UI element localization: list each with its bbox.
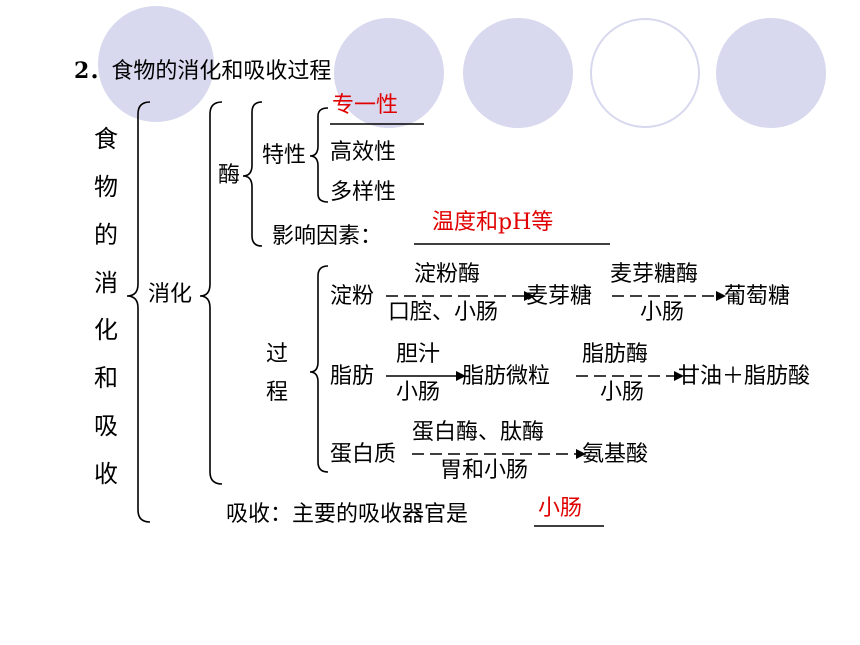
decor-circle-2 [334, 18, 444, 128]
traits-label: 特性 [262, 143, 307, 168]
digestion-label: 消化 [148, 282, 193, 307]
starch-step1-enzyme: 淀粉酶 [414, 262, 481, 287]
protein-substrate: 蛋白质 [330, 442, 397, 467]
starch-intermediate: 麦芽糖 [526, 284, 593, 309]
starch-step2-site: 小肠 [640, 300, 685, 325]
process-label-char: 过 [266, 342, 289, 367]
decor-circle-3 [463, 18, 573, 128]
left-label-char: 的 [94, 221, 118, 249]
decor-circle-5 [716, 18, 826, 128]
fat-step1-site: 小肠 [396, 380, 441, 405]
arrowhead-fat-1 [456, 371, 466, 381]
section-title: 2．食物的消化和吸收过程 [74, 58, 331, 85]
brace-process [309, 265, 329, 473]
starch-product: 葡萄糖 [724, 284, 791, 309]
absorption-text: 吸收：主要的吸收器官是 [226, 502, 469, 527]
fat-step1-agent: 胆汁 [396, 342, 441, 367]
protein-step1-site: 胃和小肠 [440, 458, 529, 483]
left-label-char: 消 [94, 269, 118, 297]
fat-step2-site: 小肠 [600, 380, 645, 405]
absorption-answer: 小肠 [538, 496, 583, 521]
fat-product: 甘油＋脂肪酸 [678, 364, 811, 389]
starch-substrate: 淀粉 [330, 284, 375, 309]
brace-outer [126, 101, 151, 523]
starch-step1-site: 口腔、小肠 [388, 300, 499, 325]
left-label-char: 和 [94, 364, 118, 392]
trait-specificity: 专一性 [332, 93, 399, 118]
arrowhead-fat-2 [674, 371, 684, 381]
brace-enzyme [242, 101, 263, 247]
process-label-char: 程 [266, 380, 289, 405]
arrowhead-starch-2 [716, 291, 726, 301]
section-title-text: 食物的消化和吸收过程 [111, 59, 332, 84]
factors-answer: 温度和pH等 [432, 210, 554, 235]
decor-circle-1 [98, 6, 214, 122]
left-label-char: 收 [94, 460, 118, 488]
protein-product: 氨基酸 [582, 442, 649, 467]
left-label-char: 食 [94, 125, 118, 153]
left-label-char: 吸 [94, 412, 118, 440]
fat-step2-enzyme: 脂肪酶 [582, 342, 649, 367]
left-label-char: 化 [94, 316, 118, 344]
brace-digestion [199, 101, 223, 485]
brace-traits [309, 107, 329, 203]
arrowhead-protein-1 [576, 449, 586, 459]
starch-step2-enzyme: 麦芽糖酶 [610, 262, 699, 287]
trait-efficiency: 高效性 [330, 140, 397, 165]
enzyme-label: 酶 [218, 163, 241, 188]
decor-circle-4 [590, 18, 700, 128]
fat-intermediate: 脂肪微粒 [462, 364, 551, 389]
trait-diversity: 多样性 [330, 180, 397, 205]
section-number: 2． [74, 58, 112, 84]
fat-substrate: 脂肪 [330, 364, 375, 389]
arrowhead-starch-1 [524, 291, 534, 301]
protein-step1-enzyme: 蛋白酶、肽酶 [412, 420, 545, 445]
left-label-char: 物 [94, 173, 118, 201]
factors-label: 影响因素： [272, 224, 383, 249]
